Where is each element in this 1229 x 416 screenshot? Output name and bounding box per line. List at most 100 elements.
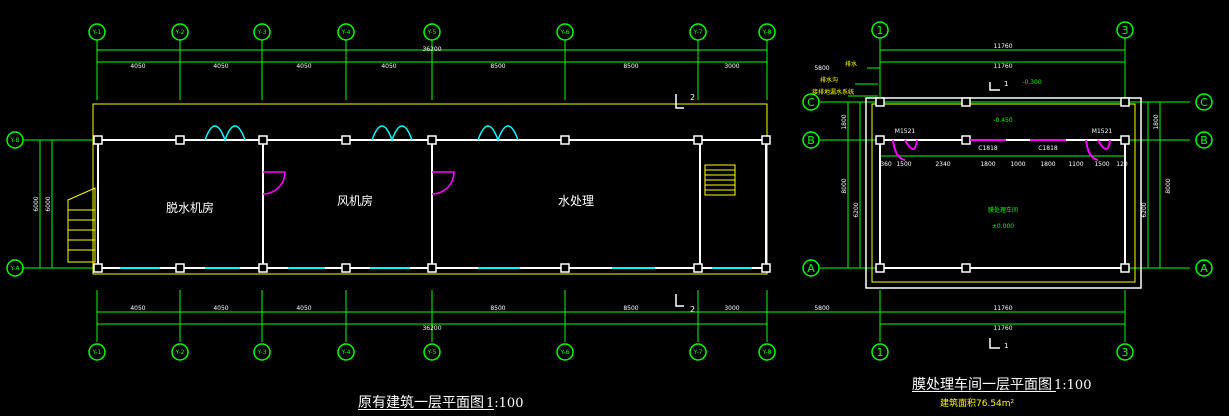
dim-label: 4050 [381, 63, 396, 70]
title-scale: 1:100 [1054, 378, 1092, 393]
dim-label: 8000 [1165, 178, 1172, 193]
title-underline [912, 391, 1056, 392]
dim-label: 8500 [490, 63, 505, 70]
dim-label: 1500 [1094, 161, 1109, 168]
dim-label: 11760 [993, 43, 1012, 50]
dim-label: 4050 [130, 63, 145, 70]
dim-label: 8500 [623, 63, 638, 70]
dim-label: 5800 [814, 305, 829, 312]
right-interior-dims: 360 1500 2340 1800 1000 1800 1100 1500 1… [880, 161, 1128, 168]
dim-label: 1100 [1068, 161, 1083, 168]
left-plan [6, 23, 776, 361]
level-mark: -0.300 [1022, 79, 1042, 86]
dim-label: 8500 [490, 305, 505, 312]
axis-label: B [807, 134, 815, 147]
axis-label: Y-8 [762, 349, 772, 356]
axis-label: Y-2 [175, 349, 185, 356]
note: 排水 [845, 60, 857, 68]
section-mark: 1 [1004, 342, 1008, 350]
dim-label: 1800 [1153, 114, 1160, 129]
right-axis-labels: 1 3 1 3 C B A C B A [807, 24, 1208, 359]
dim-label: 4050 [213, 305, 228, 312]
axis-label: Y-3 [257, 349, 267, 356]
level-mark: ±0.000 [992, 223, 1014, 230]
dim-label: 360 [880, 161, 892, 168]
dim-label: 11760 [993, 305, 1012, 312]
axis-label: Y-3 [257, 29, 267, 36]
axis-label: Y-4 [341, 29, 351, 36]
dim-label: 6200 [1141, 202, 1148, 217]
area-note: 建筑面积76.54m² [940, 399, 1015, 409]
axis-label: Y-2 [175, 29, 185, 36]
room-label: 膜处理车间 [988, 206, 1018, 214]
right-notes: 排水 排水沟 接排地漏水系统 [812, 60, 857, 96]
dim-label: 120 [1116, 161, 1128, 168]
axis-label: Y-4 [341, 349, 351, 356]
axis-label: Y-5 [427, 349, 437, 356]
section-mark: 2 [690, 93, 695, 102]
section-mark: 2 [690, 305, 695, 314]
dim-label: 1500 [896, 161, 911, 168]
left-axis-labels-bottom: Y-1 Y-2 Y-3 Y-4 Y-5 Y-6 Y-7 Y-8 [92, 349, 772, 356]
axis-label: A [1200, 262, 1208, 275]
axis-label: B [1200, 134, 1208, 147]
axis-label: Y-7 [693, 349, 703, 356]
axis-label: Y-6 [560, 349, 570, 356]
axis-label: C [807, 96, 815, 109]
left-axis-labels-top: Y-1 Y-2 Y-3 Y-4 Y-5 Y-6 Y-7 Y-8 [92, 29, 772, 36]
dim-label: 1800 [1040, 161, 1055, 168]
dim-label: 1800 [980, 161, 995, 168]
dim-label: 8500 [623, 305, 638, 312]
dim-label: 11760 [993, 63, 1012, 70]
window-label: C1818 [1038, 145, 1058, 152]
note: 接排地漏水系统 [812, 88, 854, 96]
axis-label: Y-7 [693, 29, 703, 36]
axis-label: 3 [1122, 24, 1129, 37]
dim-label: 6000 [45, 196, 52, 211]
left-dims-top: 4050 4050 4050 4050 8500 8500 3000 36200 [130, 46, 739, 70]
dim-label: 3000 [724, 63, 739, 70]
title-text: 原有建筑一层平面图 [358, 395, 484, 411]
dim-total: 36200 [422, 46, 441, 53]
dim-label: 11760 [993, 325, 1012, 332]
axis-label: Y-6 [560, 29, 570, 36]
axis-label: Y-B [9, 137, 19, 144]
axis-label: 3 [1122, 346, 1129, 359]
dim-label: 6200 [853, 202, 860, 217]
dim-label: 5800 [814, 65, 829, 72]
axis-label: 1 [877, 346, 884, 359]
dim-total: 36200 [422, 325, 441, 332]
title-text: 膜处理车间一层平面图 [912, 377, 1052, 393]
title-underline [358, 409, 494, 410]
dim-label: 3000 [724, 305, 739, 312]
dim-label: 8000 [841, 178, 848, 193]
dim-label: 6000 [33, 196, 40, 211]
section-mark: 1 [1004, 80, 1008, 88]
window-label: C1818 [978, 145, 998, 152]
level-mark: -0.450 [993, 117, 1013, 124]
dim-label: 4050 [213, 63, 228, 70]
room-label: 水处理 [558, 194, 594, 208]
dim-label: 4050 [296, 305, 311, 312]
room-label: 风机房 [337, 193, 373, 208]
note: 排水沟 [820, 76, 838, 84]
dim-label: 1800 [841, 114, 848, 129]
axis-label: C [1200, 96, 1208, 109]
dim-label: 2340 [935, 161, 950, 168]
door-label: M1521 [895, 128, 916, 135]
door-label: M1521 [1092, 128, 1113, 135]
room-label: 脱水机房 [166, 200, 214, 215]
left-dims-bottom: 4050 4050 4050 8500 8500 3000 36200 [130, 305, 739, 332]
axis-label: Y-1 [92, 29, 102, 36]
dim-label: 1000 [1010, 161, 1025, 168]
axis-label: Y-8 [762, 29, 772, 36]
axis-label: Y-A [9, 265, 20, 272]
axis-label: A [807, 262, 815, 275]
title-scale: 1:100 [486, 396, 524, 411]
axis-label: 1 [877, 24, 884, 37]
